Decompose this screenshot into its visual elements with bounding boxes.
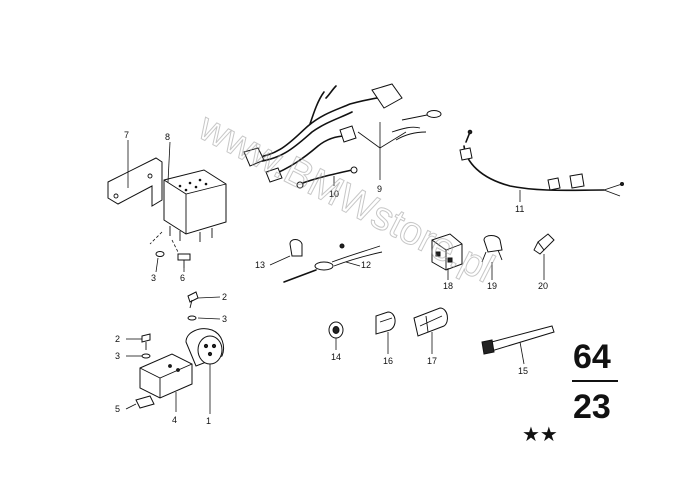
label-part-15: 15 xyxy=(518,366,528,376)
label-part-4: 4 xyxy=(172,415,177,425)
wiring-harness-secondary[interactable] xyxy=(459,129,624,197)
label-part-3-middle: 3 xyxy=(222,314,227,324)
label-part-3-lower: 3 xyxy=(115,351,120,361)
cable-clip-single[interactable] xyxy=(375,311,396,335)
washer-and-screw-upper[interactable] xyxy=(155,251,191,269)
cable-clip[interactable] xyxy=(289,239,303,257)
label-part-2-lower: 2 xyxy=(115,334,120,344)
screw-and-washer-middle[interactable] xyxy=(187,291,199,321)
label-part-5: 5 xyxy=(115,404,120,414)
label-part-6: 6 xyxy=(180,273,185,283)
rating-stars: ★★ xyxy=(522,422,558,446)
label-part-13: 13 xyxy=(255,260,265,270)
group-code-sub: 23 xyxy=(573,388,611,426)
cable-clip-double[interactable] xyxy=(413,307,448,337)
label-part-16: 16 xyxy=(383,356,393,366)
relay-small[interactable] xyxy=(431,233,463,271)
screw-and-washer-lower[interactable] xyxy=(141,333,151,359)
label-part-8: 8 xyxy=(165,132,170,142)
connector-plug[interactable] xyxy=(533,233,555,255)
ground-cable[interactable] xyxy=(296,166,358,189)
relay-holder[interactable] xyxy=(481,235,503,263)
sensor-lead[interactable] xyxy=(283,243,383,283)
label-part-18: 18 xyxy=(443,281,453,291)
label-part-7: 7 xyxy=(124,130,129,140)
label-part-11: 11 xyxy=(515,204,524,214)
label-part-2-upper: 2 xyxy=(222,292,227,302)
label-part-12: 12 xyxy=(361,260,371,270)
label-part-17: 17 xyxy=(427,356,437,366)
label-part-3-upper: 3 xyxy=(151,273,156,283)
label-part-1: 1 xyxy=(206,416,211,426)
relay-bracket-assembly[interactable] xyxy=(107,157,227,253)
cable-tie[interactable] xyxy=(481,325,555,355)
flasher-unit[interactable] xyxy=(185,328,225,367)
label-part-14: 14 xyxy=(331,352,341,362)
wiring-harness-main[interactable] xyxy=(243,83,442,183)
label-part-9: 9 xyxy=(377,184,382,194)
label-part-10: 10 xyxy=(329,189,339,199)
group-code-main: 64 xyxy=(573,338,611,376)
label-part-20: 20 xyxy=(538,281,548,291)
relay-with-base[interactable] xyxy=(135,353,193,409)
grommet[interactable] xyxy=(328,321,344,339)
label-part-19: 19 xyxy=(487,281,497,291)
